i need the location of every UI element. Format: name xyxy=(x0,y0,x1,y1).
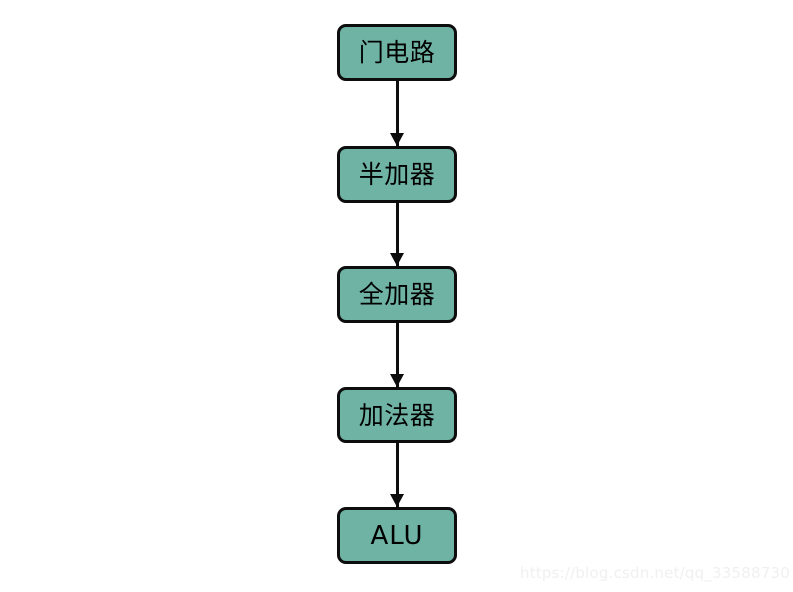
watermark-text: https://blog.csdn.net/qq_33588730 xyxy=(520,564,790,582)
arrow-shaft xyxy=(396,81,399,146)
flow-node-gate-circuit[interactable]: 门电路 xyxy=(337,24,457,81)
arrowhead-down-icon xyxy=(390,253,404,266)
flow-node-full-adder[interactable]: 全加器 xyxy=(337,266,457,323)
flow-node-alu[interactable]: ALU xyxy=(337,507,457,564)
arrowhead-down-icon xyxy=(390,494,404,507)
arrow-shaft xyxy=(396,203,399,266)
arrow-shaft xyxy=(396,323,399,387)
flow-node-adder[interactable]: 加法器 xyxy=(337,387,457,443)
arrowhead-down-icon xyxy=(390,374,404,387)
arrow-shaft xyxy=(396,443,399,507)
arrowhead-down-icon xyxy=(390,133,404,146)
flow-node-half-adder[interactable]: 半加器 xyxy=(337,146,457,203)
